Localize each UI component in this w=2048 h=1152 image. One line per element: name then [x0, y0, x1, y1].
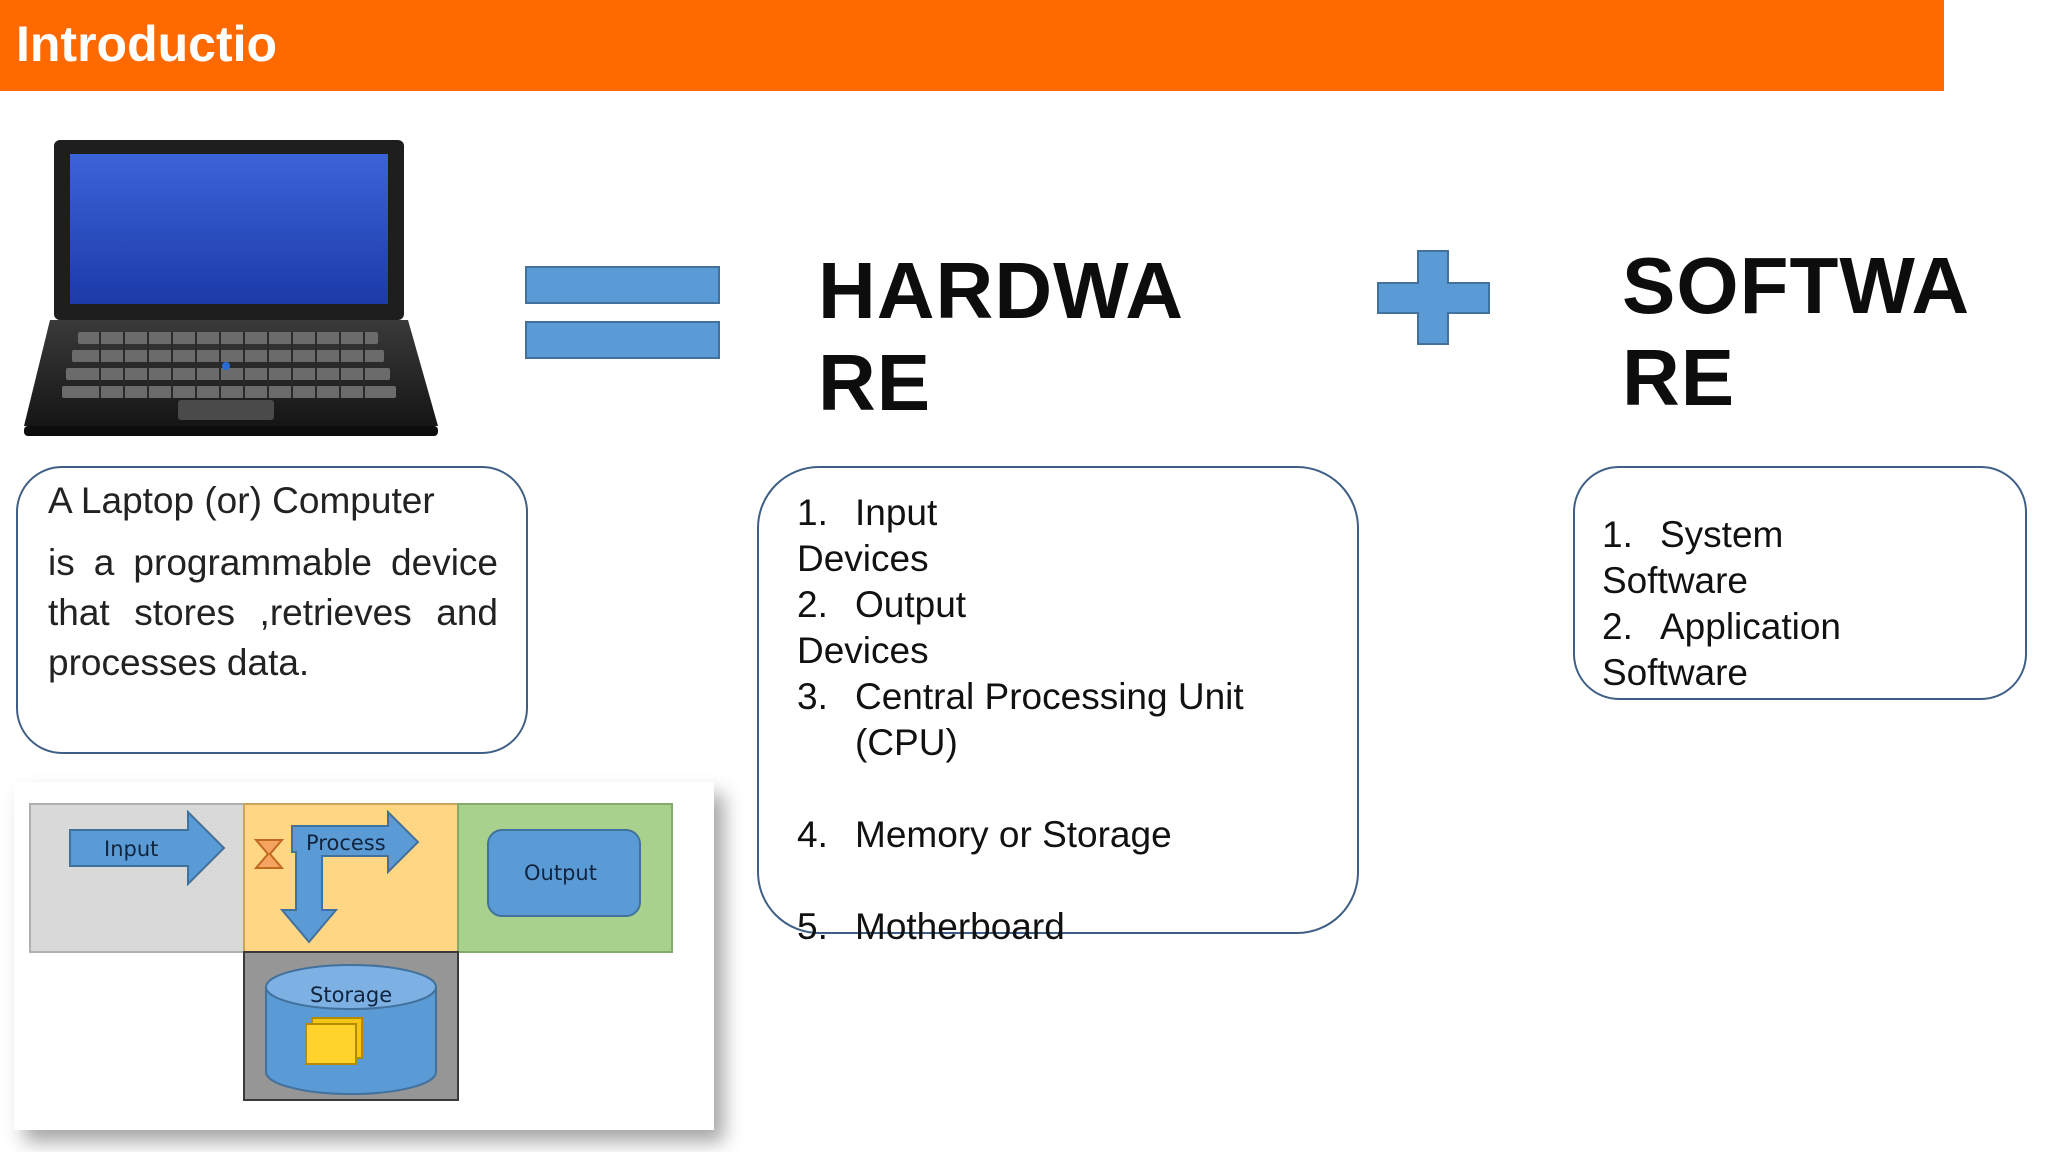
- hardware-box: [757, 466, 1359, 934]
- slide-title: Introductio: [16, 16, 278, 72]
- list-item: 4.Memory or Storage: [797, 814, 1172, 855]
- equals-icon: [525, 266, 720, 359]
- title-bar: Introductio: [0, 0, 1944, 91]
- definition-box: A Laptop (or) Computer is a programmable…: [16, 466, 528, 754]
- list-item: 2.Application: [1602, 606, 1842, 647]
- list-item: 5.Motherboard: [797, 906, 1065, 947]
- list-item-cont: Devices: [797, 538, 929, 579]
- laptop-icon: [24, 140, 438, 436]
- definition-heading: A Laptop (or) Computer: [48, 480, 435, 521]
- list-item-cont: Devices: [797, 630, 929, 671]
- input-label: Input: [104, 837, 158, 861]
- ipo-diagram: Input Process Output Storage: [14, 782, 714, 1130]
- software-box: [1573, 466, 2027, 700]
- hardware-list: 1.Input Devices 2.Output Devices 3.Centr…: [797, 490, 1244, 950]
- software-heading: SOFTWA RE: [1622, 241, 1971, 422]
- list-item-cont: Software: [1602, 560, 1749, 601]
- process-label: Process: [306, 831, 386, 855]
- output-label: Output: [524, 861, 597, 885]
- list-item-cont: Software: [1602, 652, 1749, 693]
- list-item: 2.Output: [797, 584, 967, 625]
- storage-label: Storage: [310, 983, 392, 1007]
- plus-icon: [1377, 250, 1490, 345]
- list-item: 1.Input: [797, 492, 938, 533]
- software-list: 1.System Software 2.Application Software: [1602, 512, 1841, 696]
- list-item-cont: (CPU): [855, 722, 958, 763]
- hardware-heading: HARDWA RE: [818, 246, 1184, 427]
- list-item: 3.Central Processing Unit: [797, 676, 1244, 717]
- list-item: 1.System: [1602, 514, 1784, 555]
- definition-text: is a programmable device that stores ,re…: [48, 542, 498, 683]
